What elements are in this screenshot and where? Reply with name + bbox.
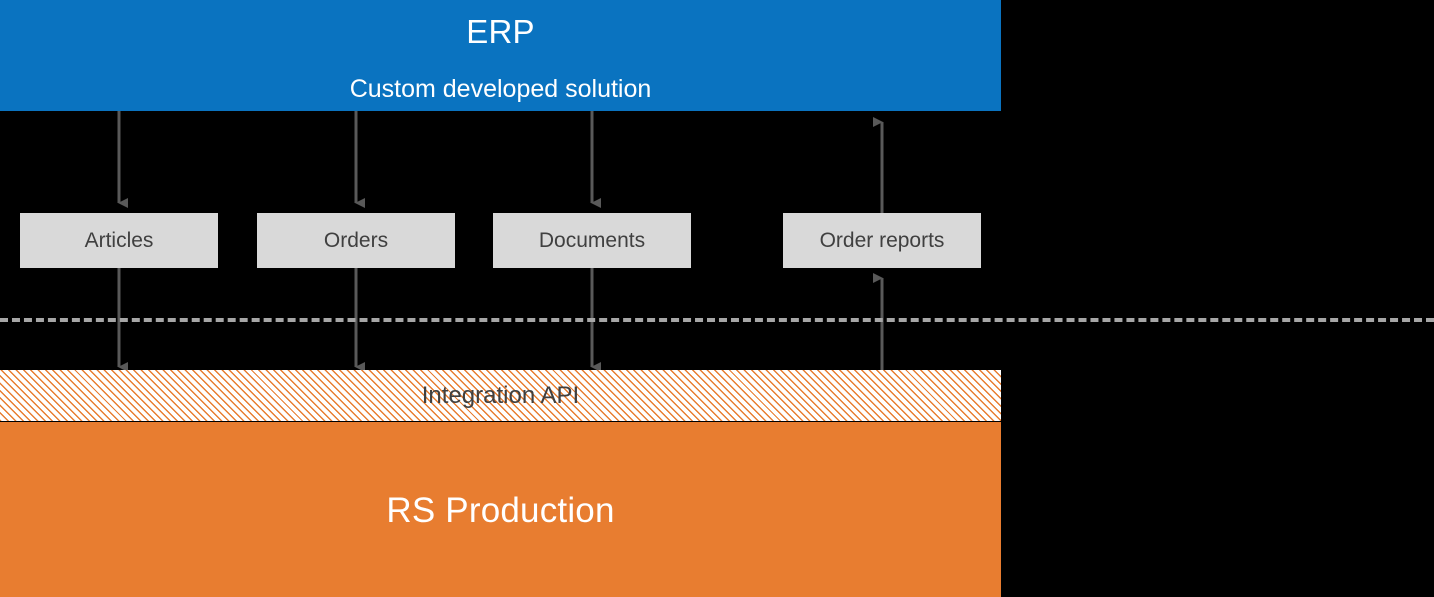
integration-api-band[interactable]: Integration API xyxy=(0,370,1001,421)
rs-production-block: RS Production xyxy=(0,422,1001,597)
entity-box-articles[interactable]: Articles xyxy=(20,213,218,268)
entity-box-order-reports[interactable]: Order reports xyxy=(783,213,981,268)
entity-box-documents[interactable]: Documents xyxy=(493,213,691,268)
entity-box-orders[interactable]: Orders xyxy=(257,213,455,268)
rs-production-label: RS Production xyxy=(386,491,615,530)
integration-api-label: Integration API xyxy=(421,381,580,409)
entity-label-documents: Documents xyxy=(538,228,646,252)
erp-block: ERP Custom developed solution xyxy=(0,0,1001,111)
system-boundary-divider xyxy=(0,318,1434,322)
entity-label-orders: Orders xyxy=(323,228,389,252)
erp-subtitle: Custom developed solution xyxy=(349,75,652,103)
erp-title: ERP xyxy=(466,13,535,50)
entity-label-articles: Articles xyxy=(84,228,154,252)
entity-label-order-reports: Order reports xyxy=(819,228,945,252)
